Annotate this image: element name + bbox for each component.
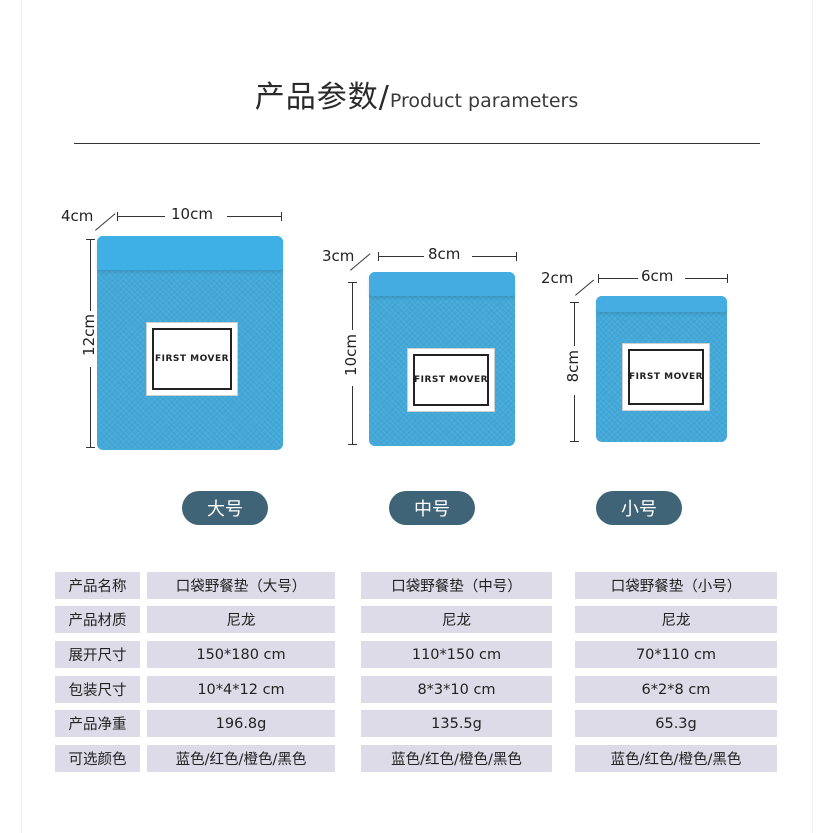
cell-small: 6*2*8 cm	[575, 676, 777, 703]
dim-small-height: 8cm	[564, 350, 582, 383]
cell-medium: 135.5g	[361, 710, 552, 737]
size-badge-medium: 中号	[389, 491, 475, 525]
dim-medium-height-line-bottom	[352, 386, 353, 444]
dim-medium-width-line-left	[378, 256, 424, 257]
dim-small-width-tick-right	[727, 274, 728, 283]
dim-small-height-line-top	[574, 302, 575, 346]
cell-large: 196.8g	[147, 710, 335, 737]
dim-small-depth: 2cm	[541, 269, 574, 287]
cell-large: 口袋野餐垫（大号）	[147, 572, 335, 599]
dim-medium-height-line-top	[352, 282, 353, 330]
row-label: 产品名称	[55, 572, 140, 599]
pack-small-label: FIRST MOVER	[622, 343, 710, 411]
pack-small-lid	[596, 296, 727, 312]
dim-medium-width-line-right	[472, 256, 516, 257]
dim-small-width: 6cm	[641, 267, 674, 285]
cell-small: 尼龙	[575, 606, 777, 633]
product-small: FIRST MOVER 2cm 6cm 8cm	[0, 33, 833, 442]
dim-medium-height-tick-bottom	[348, 444, 357, 445]
cell-medium: 110*150 cm	[361, 641, 552, 668]
cell-medium: 尼龙	[361, 606, 552, 633]
dim-medium-width-tick-left	[378, 252, 379, 261]
page-title: 产品参数/Product parameters	[0, 72, 833, 116]
dim-small-height-tick-bottom	[570, 441, 579, 442]
pack-small-label-text: FIRST MOVER	[628, 372, 704, 382]
title-zh: 产品参数	[254, 80, 379, 115]
row-label: 可选颜色	[55, 745, 140, 772]
pack-medium-label: FIRST MOVER	[407, 348, 495, 412]
dim-medium-height: 10cm	[342, 334, 360, 376]
row-label: 包装尺寸	[55, 676, 140, 703]
product-large: FIRST MOVER 4cm 10cm 12cm	[0, 0, 833, 450]
title-separator: /	[378, 80, 390, 115]
cell-large: 10*4*12 cm	[147, 676, 335, 703]
pack-medium-label-text: FIRST MOVER	[413, 375, 489, 385]
dim-large-height-tick-bottom	[86, 447, 95, 448]
dim-large-height: 12cm	[80, 314, 98, 356]
dim-small-width-line-left	[598, 278, 638, 279]
row-label: 产品净重	[55, 710, 140, 737]
title-en: Product parameters	[389, 90, 579, 112]
dim-medium-depth: 3cm	[322, 247, 355, 265]
cell-small: 70*110 cm	[575, 641, 777, 668]
cell-medium: 蓝色/红色/橙色/黑色	[361, 745, 552, 772]
title-divider	[74, 143, 760, 144]
dim-large-height-line-bottom	[90, 367, 91, 447]
dim-large-height-line-top	[90, 239, 91, 311]
dim-large-depth: 4cm	[61, 207, 94, 225]
dim-large-width-line-left	[117, 216, 165, 217]
pack-large-label-text: FIRST MOVER	[154, 354, 230, 364]
pack-large-lid	[97, 236, 283, 270]
dim-large-width-line-right	[227, 216, 281, 217]
cell-small: 蓝色/红色/橙色/黑色	[575, 745, 777, 772]
cell-medium: 口袋野餐垫（中号）	[361, 572, 552, 599]
cell-small: 口袋野餐垫（小号）	[575, 572, 777, 599]
row-label: 产品材质	[55, 606, 140, 633]
cell-large: 蓝色/红色/橙色/黑色	[147, 745, 335, 772]
row-label: 展开尺寸	[55, 641, 140, 668]
cell-small: 65.3g	[575, 710, 777, 737]
dim-large-width-tick-right	[281, 212, 282, 221]
dim-large-height-tick-top	[86, 239, 95, 240]
dim-medium-width: 8cm	[428, 245, 461, 263]
size-badge-large: 大号	[182, 491, 268, 525]
pack-medium-lid	[369, 272, 515, 296]
dim-small-height-line-bottom	[574, 395, 575, 441]
dim-large-width: 10cm	[171, 205, 213, 223]
dim-medium-width-tick-right	[516, 252, 517, 261]
dim-medium-height-tick-top	[348, 282, 357, 283]
cell-large: 尼龙	[147, 606, 335, 633]
dim-small-width-line-right	[685, 278, 727, 279]
product-medium: FIRST MOVER 3cm 8cm 10cm	[0, 18, 833, 446]
dim-large-width-tick-left	[117, 212, 118, 221]
dim-small-height-tick-top	[570, 302, 579, 303]
cell-medium: 8*3*10 cm	[361, 676, 552, 703]
pack-large-label: FIRST MOVER	[146, 322, 238, 396]
size-badge-small: 小号	[596, 491, 682, 525]
cell-large: 150*180 cm	[147, 641, 335, 668]
dim-small-width-tick-left	[598, 274, 599, 283]
